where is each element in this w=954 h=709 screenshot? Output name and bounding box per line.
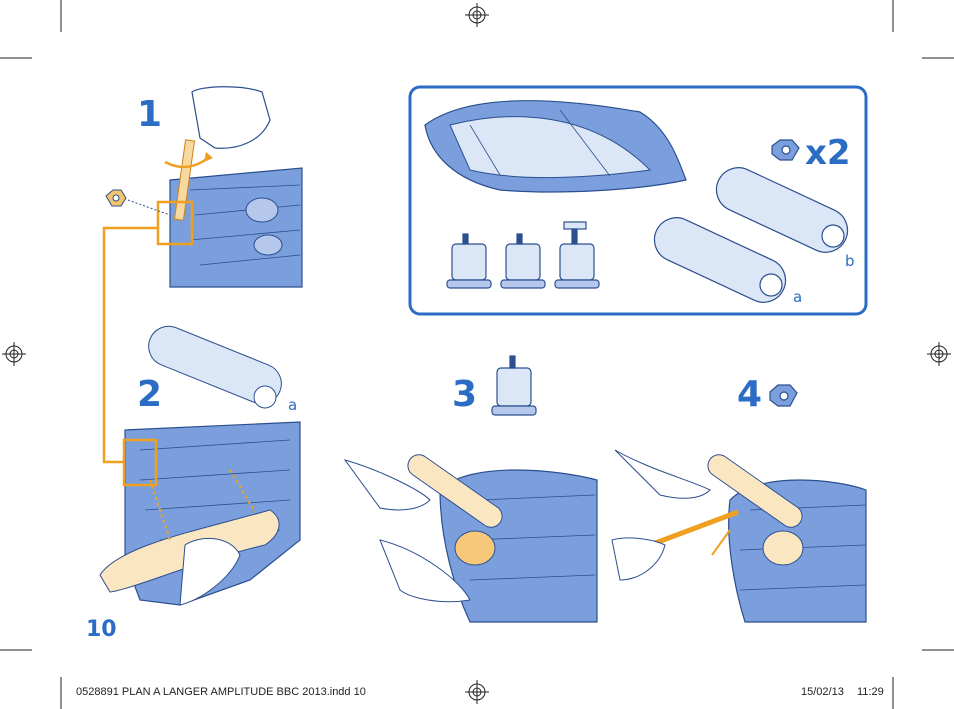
quantity-label: x2 bbox=[805, 133, 851, 173]
step2-illustration bbox=[99, 325, 301, 606]
part-label-b: b bbox=[845, 252, 855, 270]
step-number-1: 1 bbox=[137, 94, 163, 135]
step1-illustration bbox=[102, 86, 303, 464]
registration-mark-right bbox=[927, 342, 951, 366]
page-number: 10 bbox=[86, 617, 117, 642]
registration-mark-top bbox=[465, 3, 489, 27]
step2-part-label-a: a bbox=[288, 396, 298, 414]
part-label-a: a bbox=[793, 288, 803, 306]
step3-foot-icon bbox=[491, 355, 537, 416]
step-number-2: 2 bbox=[137, 374, 163, 415]
step3-illustration bbox=[343, 454, 598, 623]
registration-mark-left bbox=[2, 342, 26, 366]
step4-nut-icon bbox=[769, 384, 798, 407]
parts-rails bbox=[653, 167, 849, 303]
parts-tub-illustration bbox=[424, 100, 687, 193]
step4-illustration bbox=[611, 449, 867, 623]
parts-feet bbox=[446, 221, 600, 289]
step-number-4: 4 bbox=[737, 374, 763, 415]
step-number-3: 3 bbox=[452, 374, 478, 415]
slug-filename: 0528891 PLAN A LANGER AMPLITUDE BBC 2013… bbox=[76, 686, 366, 698]
slug-time: 11:29 bbox=[857, 686, 884, 698]
registration-mark-bottom bbox=[465, 680, 489, 704]
nut-icon bbox=[771, 139, 800, 161]
slug-date: 15/02/13 bbox=[801, 686, 844, 698]
